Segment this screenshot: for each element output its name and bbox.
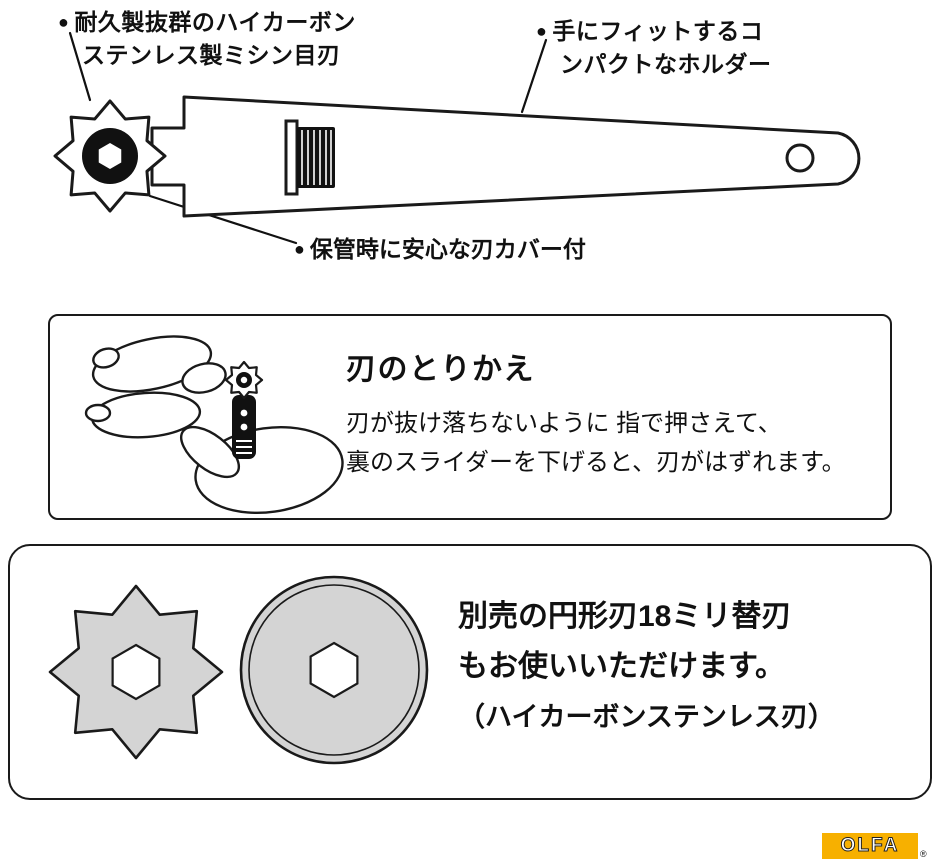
note-text: 耐久製抜群のハイカーボン: [74, 9, 356, 35]
note-text: 手にフィットするコ: [552, 18, 764, 44]
rotary-cutter-illustration: [53, 31, 861, 245]
blade-material-note-line1: ●耐久製抜群のハイカーボン: [58, 6, 356, 39]
replace-body-line1: 刃が抜け落ちないように 指で押さえて、: [346, 410, 782, 437]
bullet-icon: ●: [536, 21, 548, 41]
blade-replacement-section: 刃のとりかえ 刃が抜け落ちないように 指で押さえて、 裏のスライダーを下げると、…: [48, 314, 892, 520]
leader-line-cover-note: [148, 194, 298, 245]
circular-blade-hex-hole: [309, 641, 359, 699]
replacement-blades-illustration: [48, 575, 429, 765]
perforation-blade-hex-hole: [111, 643, 161, 701]
holder-body-illustration: [150, 95, 861, 218]
holder-hang-hole: [785, 143, 815, 173]
optional-blade-section: 別売の円形刃18ミリ替刃 もお使いいただけます。 （ハイカーボンステンレス刃）: [8, 544, 932, 800]
optional-text-line2: もお使いいただけます。: [458, 650, 785, 683]
blade-hex-hole: [98, 143, 122, 169]
blade-material-note-line2: ステンレス製ミシン目刃: [82, 42, 341, 68]
bullet-icon: ●: [58, 12, 70, 32]
registered-trademark-mark: ®: [920, 849, 927, 859]
holder-note-line1: ●手にフィットするコ: [536, 15, 772, 48]
optional-text-line1: 別売の円形刃18ミリ替刃: [458, 600, 792, 633]
holder-note: ●手にフィットするコ ンパクトなホルダー: [536, 15, 772, 81]
replace-section-body: 刃が抜け落ちないように 指で押さえて、 裏のスライダーを下げると、刃がはずれます…: [346, 404, 846, 482]
bullet-icon: ●: [294, 239, 305, 259]
replace-body-line2: 裏のスライダーを下げると、刃がはずれます。: [346, 449, 846, 476]
hands-sketch: [84, 335, 344, 515]
leader-lines: [68, 31, 548, 245]
small-blade-unit-illustration: [224, 360, 264, 459]
leader-line-blade-note: [68, 31, 92, 102]
olfa-logo: OLFA: [822, 833, 918, 859]
note-text: 保管時に安心な刃カバー付: [309, 236, 586, 262]
optional-blade-text: 別売の円形刃18ミリ替刃 もお使いいただけます。 （ハイカーボンステンレス刃）: [458, 592, 835, 742]
holder-note-line2: ンパクトなホルダー: [560, 51, 772, 77]
hands-replacing-blade-illustration: [84, 335, 344, 515]
bolt-flange-illustration: [284, 119, 299, 196]
circular-blade-bevel-ring: [248, 584, 420, 756]
leader-line-holder-note: [520, 38, 548, 114]
bolt-thread-lines: [301, 130, 332, 185]
optional-text-line3: （ハイカーボンステンレス刃）: [458, 702, 835, 732]
replace-section-title: 刃のとりかえ: [346, 353, 535, 386]
blade-cover-note: ●保管時に安心な刃カバー付: [294, 230, 586, 264]
blade-material-note: ●耐久製抜群のハイカーボン ステンレス製ミシン目刃: [58, 6, 356, 72]
